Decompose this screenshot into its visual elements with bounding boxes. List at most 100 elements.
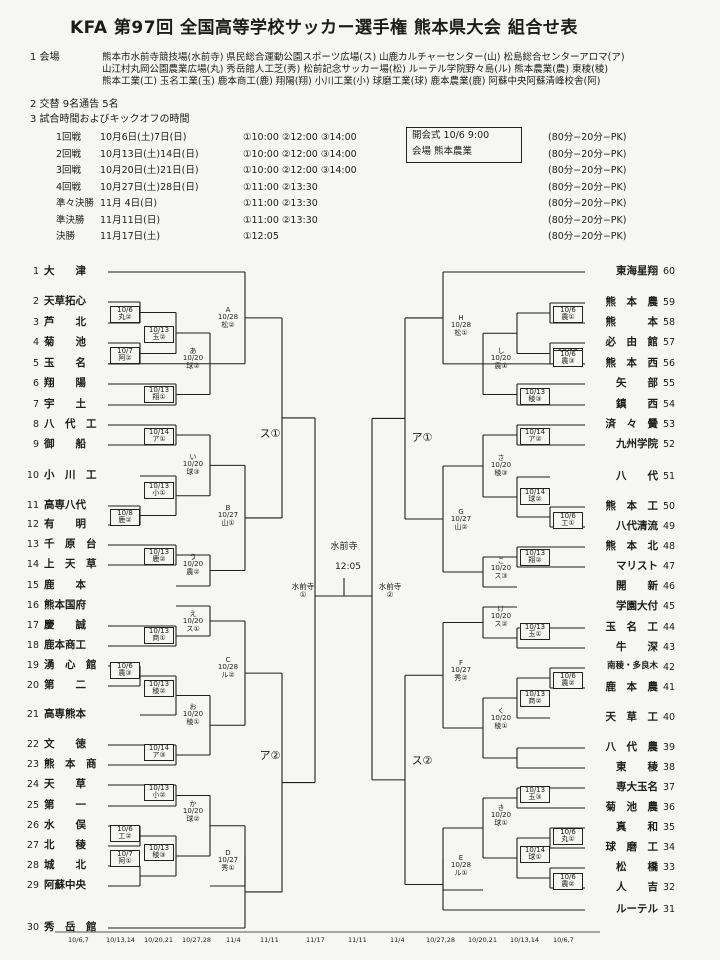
schedule-round: 2回戦 bbox=[56, 148, 82, 160]
team-number: 14 bbox=[26, 559, 39, 570]
team-number: 39 bbox=[663, 742, 676, 753]
team-number: 10 bbox=[26, 470, 39, 481]
venue-label: 1 会場 bbox=[30, 52, 60, 63]
team-name: 熊 本 商 bbox=[44, 758, 97, 770]
date-label: 10/27,28 bbox=[182, 936, 212, 944]
team-number: 26 bbox=[26, 820, 39, 831]
team-name: マリスト bbox=[616, 560, 658, 572]
team-name: 鹿 本 bbox=[44, 579, 86, 591]
team-name: 天 草 bbox=[44, 778, 86, 790]
date-label: 11/17 bbox=[306, 936, 325, 944]
match-label: 10/14 ア③ bbox=[144, 744, 174, 761]
match-label: 10/13 鹿② bbox=[144, 548, 174, 565]
team-number: 11 bbox=[26, 500, 39, 511]
schedule-format: (80分−20分−PK) bbox=[548, 198, 627, 209]
team-name: 必 由 館 bbox=[605, 336, 659, 348]
team-name: 文 徳 bbox=[44, 738, 86, 750]
team-number: 55 bbox=[663, 378, 676, 389]
team-number: 38 bbox=[663, 762, 676, 773]
match-label: 10/14 球② bbox=[520, 488, 550, 505]
team-name: 菊 池 農 bbox=[605, 801, 659, 813]
match-label: F 10/27 秀② bbox=[450, 659, 472, 682]
team-name: 天 草 工 bbox=[605, 711, 659, 723]
team-name: 八 代 工 bbox=[44, 418, 97, 430]
match-label: か 10/20 球② bbox=[182, 800, 204, 823]
schedule-date: 10月20日(土)21日(日) bbox=[100, 165, 199, 176]
team-number: 58 bbox=[663, 317, 676, 328]
match-label: お 10/20 稜① bbox=[182, 703, 204, 726]
schedule-format: (80分−20分−PK) bbox=[548, 148, 627, 160]
team-number: 23 bbox=[26, 759, 39, 770]
schedule-times: ①10:00 ②12:00 ③14:00 bbox=[243, 148, 357, 160]
match-label: こ 10/20 ス③ bbox=[490, 557, 512, 580]
team-number: 4 bbox=[32, 337, 39, 348]
date-label: 10/13,14 bbox=[510, 936, 540, 944]
team-number: 34 bbox=[663, 842, 676, 853]
opening-venue: 会場 熊本農業 bbox=[412, 146, 473, 157]
match-label: 10/13 稜③ bbox=[520, 388, 550, 405]
team-number: 27 bbox=[26, 840, 39, 851]
schedule-date: 10月27日(土)28日(日) bbox=[100, 181, 199, 193]
team-number: 28 bbox=[26, 860, 39, 871]
date-label: 10/13,14 bbox=[106, 936, 136, 944]
team-name: 東海星翔 bbox=[616, 265, 658, 277]
match-label: D 10/27 秀① bbox=[217, 849, 239, 872]
match-label: 12:05 bbox=[335, 562, 361, 572]
team-name: 専大玉名 bbox=[616, 781, 658, 793]
match-label: 10/6 農① bbox=[553, 306, 583, 323]
schedule-format: (80分−20分−PK) bbox=[548, 132, 627, 143]
team-name: 翔 陽 bbox=[44, 377, 86, 389]
schedule-date: 11月17日(土) bbox=[100, 231, 161, 242]
schedule-times: ①10:00 ②12:00 ③14:00 bbox=[243, 132, 357, 143]
team-number: 41 bbox=[663, 682, 676, 693]
team-name: 菊 池 bbox=[44, 336, 86, 348]
team-name: 鹿 本 農 bbox=[605, 681, 659, 693]
match-label: 10/7 阿① bbox=[110, 850, 140, 867]
team-name: 済 々 黌 bbox=[605, 418, 659, 430]
date-label: 10/6,7 bbox=[553, 936, 574, 944]
team-number: 29 bbox=[26, 880, 39, 891]
match-label: あ 10/20 球② bbox=[182, 347, 204, 370]
team-name: 第 一 bbox=[44, 799, 86, 811]
team-name: 玉 名 bbox=[44, 357, 86, 369]
team-number: 25 bbox=[26, 800, 39, 811]
venue-line: 熊本市水前寺競技場(水前寺) 県民総合運動公園スポーツ広場(ス) 山鹿カルチャー… bbox=[102, 52, 625, 63]
date-label: 11/11 bbox=[260, 936, 279, 944]
match-label: 10/6 丸② bbox=[110, 306, 140, 323]
schedule-format: (80分−20分−PK) bbox=[548, 214, 627, 226]
team-name: 高専熊本 bbox=[44, 708, 86, 720]
team-name: 熊 本 工 bbox=[605, 500, 659, 512]
match-label: H 10/28 松① bbox=[450, 314, 472, 337]
team-number: 3 bbox=[32, 317, 39, 328]
team-number: 17 bbox=[26, 620, 39, 631]
team-name: 鎮 西 bbox=[616, 398, 658, 410]
team-number: 40 bbox=[663, 712, 676, 723]
page-title: KFA 第97回 全国高等学校サッカー選手権 熊本県大会 組合せ表 bbox=[70, 18, 578, 38]
team-name: 大 津 bbox=[44, 265, 86, 277]
match-label: き 10/20 球① bbox=[490, 804, 512, 827]
schedule-round: 3回戦 bbox=[56, 165, 82, 176]
match-label: け 10/20 ス② bbox=[490, 605, 512, 628]
match-label: 10/13 玉① bbox=[520, 623, 550, 640]
match-label: 10/6 工① bbox=[553, 512, 583, 529]
team-name: 球 磨 工 bbox=[605, 841, 659, 853]
match-label: 10/13 小① bbox=[144, 482, 174, 499]
match-label: 10/6 丸① bbox=[553, 828, 583, 845]
team-number: 7 bbox=[32, 399, 39, 410]
team-name: 松 橋 bbox=[616, 861, 658, 873]
team-name: 鹿本商工 bbox=[44, 639, 86, 651]
team-name: 熊 本 bbox=[605, 316, 659, 328]
match-label: さ 10/20 稜③ bbox=[490, 454, 512, 477]
match-label: 10/13 玉③ bbox=[520, 786, 550, 803]
team-number: 50 bbox=[663, 501, 676, 512]
team-number: 19 bbox=[26, 660, 39, 671]
team-name: 玉 名 工 bbox=[605, 621, 659, 633]
match-label: 10/13 稜③ bbox=[144, 844, 174, 861]
team-name: 宇 土 bbox=[44, 398, 86, 410]
match-label: 10/13 玉② bbox=[144, 326, 174, 343]
schedule-date: 10月13日(土)14日(日) bbox=[100, 148, 199, 160]
team-name: 水 俣 bbox=[44, 819, 86, 831]
match-label: ア② bbox=[259, 749, 281, 762]
team-name: 真 和 bbox=[616, 821, 658, 833]
